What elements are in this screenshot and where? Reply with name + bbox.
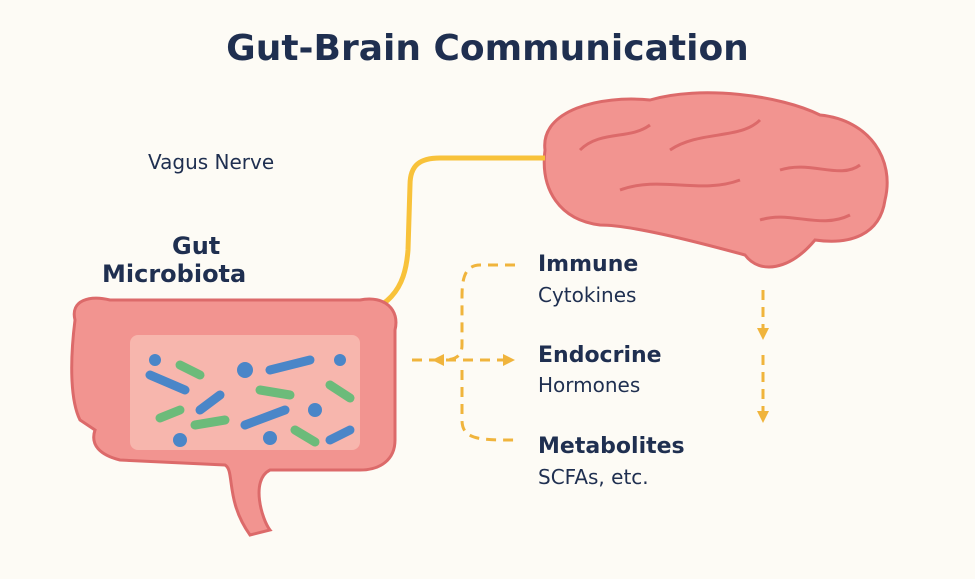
- brain-illustration: [542, 91, 889, 269]
- gut-label-line2: Microbiota: [102, 260, 247, 288]
- diagram-title: Gut-Brain Communication: [226, 28, 749, 69]
- pathway-metabolites-name: Metabolites: [538, 434, 685, 459]
- vagus-nerve: [337, 155, 545, 325]
- pathway-endocrine-name: Endocrine: [538, 343, 662, 368]
- pathway-immune-detail: Cytokines: [538, 283, 637, 307]
- pathway-endocrine-detail: Hormones: [538, 373, 641, 397]
- pathway-immune-name: Immune: [538, 252, 639, 277]
- pathway-metabolites-detail: SCFAs, etc.: [538, 465, 649, 489]
- gut-label-line1: Gut: [172, 232, 221, 260]
- pathway-arrows: [412, 263, 765, 442]
- vagus-nerve-label: Vagus Nerve: [148, 150, 275, 174]
- intestine-illustration: [70, 296, 398, 537]
